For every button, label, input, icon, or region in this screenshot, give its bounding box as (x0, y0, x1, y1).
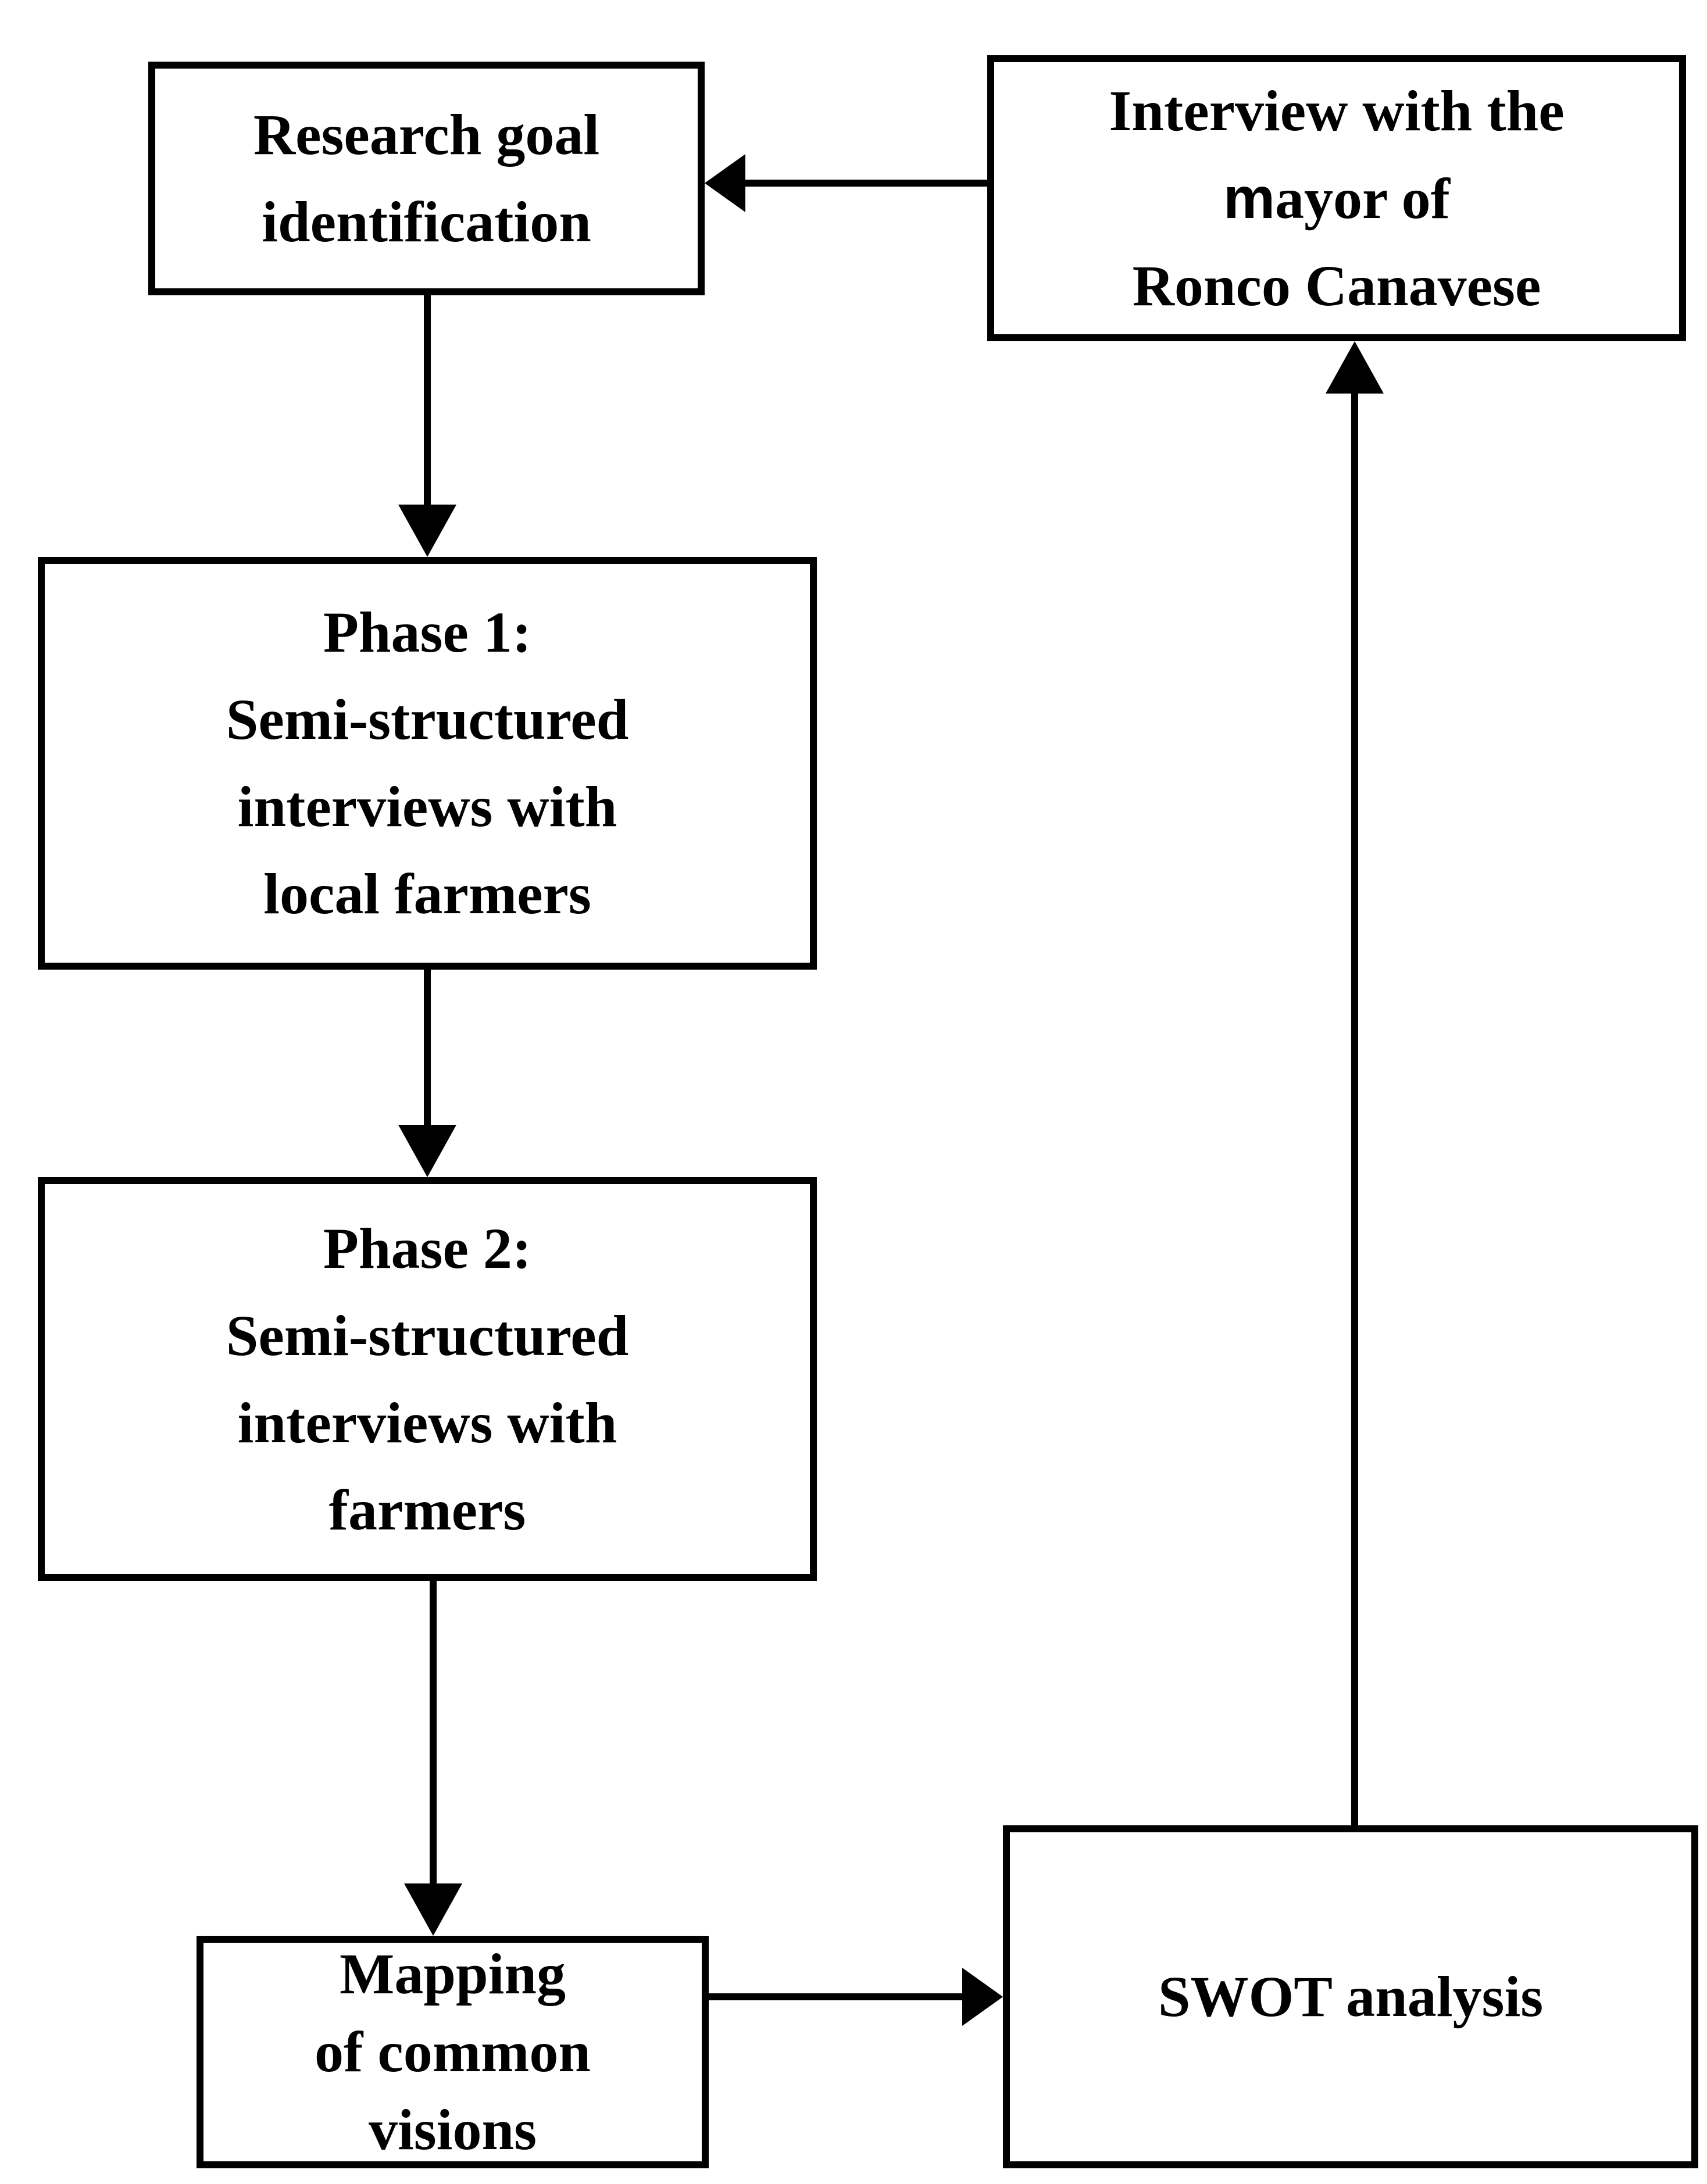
arrow-mayor-to-research-line (741, 180, 987, 187)
arrow-swot-to-mayor-line (1351, 391, 1358, 1825)
node-label-segment: m (1223, 165, 1276, 231)
node-phase1-semi-structured-interviews: Phase 1: Semi-structured interviews with… (38, 557, 817, 970)
node-label-line: Semi-structured (226, 687, 629, 752)
arrow-research-to-phase1-line (424, 295, 431, 510)
arrow-phase2-to-mapping-line (430, 1581, 437, 1886)
node-label-line: Phase 2: (323, 1216, 532, 1281)
node-mapping-of-common-visions: Mapping of common visions (197, 1936, 709, 2168)
node-label-line: Semi-structured (226, 1303, 629, 1368)
node-label-line: visions (368, 2097, 537, 2162)
node-label-line: Research goal (253, 102, 600, 167)
node-label-line: interviews with (237, 774, 617, 839)
node-label-line: interviews with (237, 1390, 617, 1455)
node-label-line: of common (315, 2019, 591, 2084)
node-phase2-semi-structured-interviews: Phase 2: Semi-structured interviews with… (38, 1177, 817, 1581)
node-label-line: Interview with the (1109, 78, 1565, 143)
node-label-line: mayor of (1223, 155, 1450, 242)
node-label-line: identification (262, 190, 591, 254)
node-label-line: farmers (328, 1477, 526, 1542)
node-label-line: Phase 1: (323, 600, 532, 664)
arrow-phase1-to-phase2-arrowhead-icon (398, 1125, 456, 1177)
arrow-phase1-to-phase2-line (424, 970, 431, 1128)
arrow-mayor-to-research-arrowhead-icon (705, 154, 745, 212)
arrow-mapping-to-swot-line (709, 1993, 962, 2000)
arrow-research-to-phase1-arrowhead-icon (398, 505, 456, 557)
node-label-segment: ayor of (1275, 166, 1450, 231)
node-swot-analysis: SWOT analysis (1003, 1825, 1698, 2168)
arrow-phase2-to-mapping-arrowhead-icon (404, 1883, 462, 1936)
arrow-mapping-to-swot-arrowhead-icon (962, 1968, 1003, 2026)
node-label-line: local farmers (263, 862, 591, 926)
node-label-line: SWOT analysis (1158, 1964, 1544, 2029)
node-label-line: Ronco Canavese (1132, 253, 1541, 318)
node-interview-mayor-ronco-canavese: Interview with the mayor of Ronco Canave… (987, 55, 1686, 341)
node-research-goal-identification: Research goal identification (148, 62, 705, 295)
arrow-swot-to-mayor-arrowhead-icon (1326, 341, 1384, 394)
node-label-line: Mapping (339, 1942, 566, 2006)
